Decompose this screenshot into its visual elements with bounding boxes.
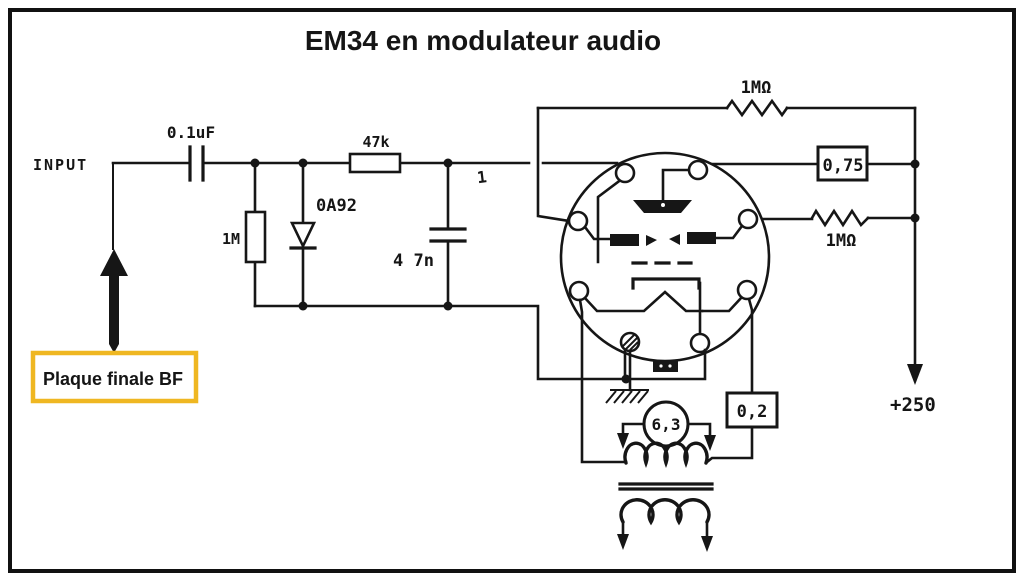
coupling-capacitor: 0.1uF	[167, 123, 215, 182]
current-box-02: 0,2	[705, 297, 779, 464]
secondary-lead-arrow	[617, 534, 629, 550]
input-arrow	[100, 163, 128, 353]
tube-pin	[737, 208, 759, 230]
secondary-lead-arrow	[701, 536, 713, 552]
current-box-075-label: 0,75	[823, 156, 864, 176]
transformer-core	[618, 482, 714, 491]
heater-return-wire	[578, 298, 628, 464]
grid-resistor-1m: 1M	[222, 161, 267, 308]
input-label: INPUT	[33, 156, 88, 174]
series-resistor-label: 47k	[362, 133, 389, 151]
em34-tube	[559, 151, 771, 363]
page-title: EM34 en modulateur audio	[305, 25, 661, 56]
current-box-02-label: 0,2	[737, 402, 768, 422]
feedback-resistor-bottom: 1MΩ	[755, 208, 917, 251]
supply-rail: +250	[890, 106, 936, 416]
tube-base	[623, 348, 707, 381]
current-box-075: 0,75	[704, 145, 917, 182]
tube-envelope	[559, 151, 771, 363]
filter-capacitor-4n7: 4 7n	[393, 161, 467, 308]
tube-pin	[689, 332, 711, 354]
heater-filament	[582, 290, 744, 313]
transformer-secondary-coil	[619, 498, 711, 526]
node-1-label: 1	[476, 167, 488, 187]
target-anode	[633, 168, 692, 213]
supply-arrow	[907, 364, 923, 385]
supply-voltage-label: +250	[890, 394, 936, 416]
annotation-text: Plaque finale BF	[43, 369, 183, 389]
tube-pin	[567, 210, 589, 232]
feedback-resistor-bottom-zigzag	[810, 208, 870, 228]
diagram-frame	[8, 8, 1016, 573]
tube-pin-hatched	[619, 331, 641, 353]
grid-lead	[596, 177, 624, 264]
transformer-primary-coil	[623, 441, 709, 469]
annotation-border	[30, 350, 199, 404]
heater-supply-63: 6,3	[617, 400, 716, 451]
junction-dots	[250, 158, 920, 384]
heater-tap-arrow	[704, 435, 716, 451]
diode-0a92: 0A92	[289, 161, 357, 308]
tube-pin	[687, 159, 709, 181]
tube-pin	[736, 279, 758, 301]
feedback-resistor-bottom-label: 1MΩ	[826, 231, 857, 251]
tube-pin	[568, 280, 590, 302]
tube-pins	[567, 159, 759, 354]
tube-pin	[614, 162, 636, 184]
annotation-box: Plaque finale BF	[30, 350, 199, 404]
heater-tap-arrow	[617, 433, 629, 449]
diode-label: 0A92	[316, 196, 357, 216]
deflection-electrodes	[583, 224, 744, 246]
series-resistor-47k: 47k	[348, 133, 402, 174]
coupling-capacitor-label: 0.1uF	[167, 123, 215, 142]
feedback-resistor-top-zigzag	[725, 98, 789, 118]
feedback-branch: 1MΩ	[536, 78, 917, 223]
feedback-resistor-top-label: 1MΩ	[741, 78, 772, 98]
filter-capacitor-label: 4 7n	[393, 251, 434, 271]
heater-voltage-label: 6,3	[652, 415, 681, 434]
output-transformer	[617, 441, 714, 552]
grid-resistor-label: 1M	[222, 230, 240, 248]
ground-symbol	[605, 349, 649, 404]
